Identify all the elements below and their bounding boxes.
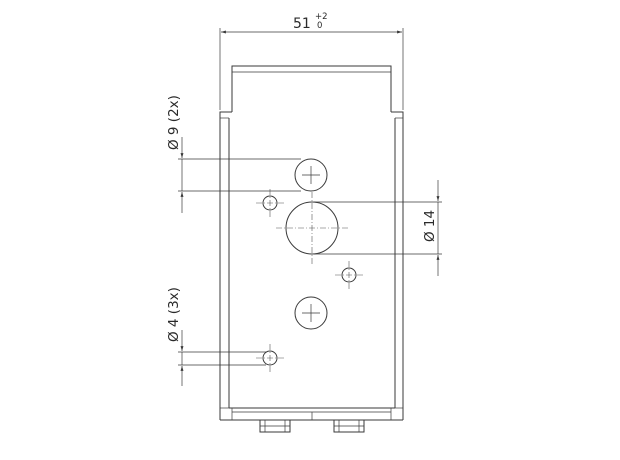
hole-d9-dimension: Ø 9 (2x) [166, 95, 301, 213]
hole-d14-dimension: Ø 14 [314, 180, 442, 276]
hole-d14 [276, 192, 348, 264]
hole-d4-label: Ø 4 (3x) [166, 287, 182, 342]
hole-d14-label: Ø 14 [422, 210, 438, 242]
hole-d4-dimension: Ø 4 (3x) [166, 287, 266, 386]
width-dim-tol-upper: +2 [315, 12, 328, 22]
hole-d4-b [335, 261, 363, 289]
hole-d9-middle [294, 296, 328, 330]
width-dim-value: 51 [293, 16, 311, 32]
bracket-outline [219, 65, 404, 421]
hole-d4-c [256, 344, 284, 372]
bottom-studs [259, 419, 365, 433]
hole-d4-a [256, 189, 284, 217]
width-dim-tol-lower: 0 [317, 21, 322, 31]
hole-d9-top [294, 158, 328, 192]
width-dimension: 51 +2 0 [219, 12, 404, 110]
hole-d9-label: Ø 9 (2x) [166, 95, 182, 150]
